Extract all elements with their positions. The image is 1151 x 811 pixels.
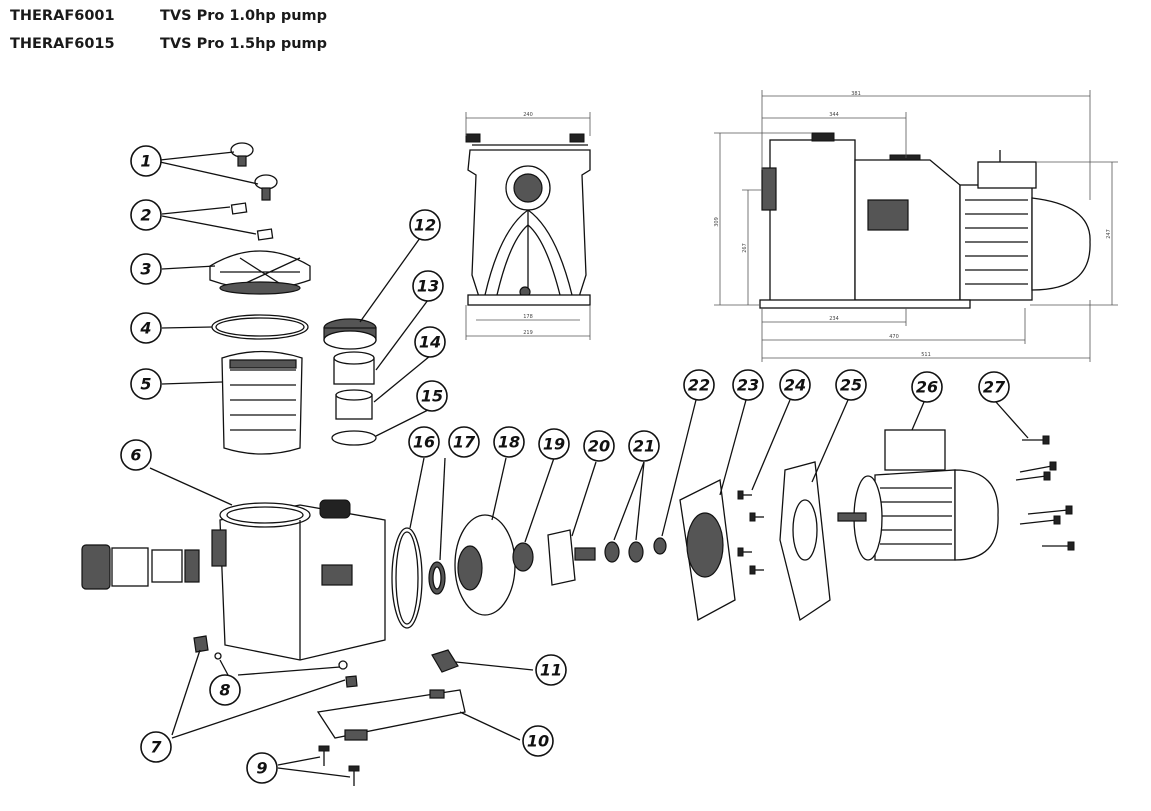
callout-21: 21 [628,430,660,462]
callout-3: 3 [130,253,162,285]
callout-13: 13 [412,270,444,302]
callout-4: 4 [130,312,162,344]
dim-side-left-height: 309 [714,217,720,227]
svg-text:9: 9 [256,759,267,778]
svg-text:18: 18 [498,433,520,452]
product-code: THERAF6001 [10,8,115,24]
callout-16: 16 [408,426,440,458]
callout-22: 22 [683,369,715,401]
svg-text:17: 17 [453,433,476,452]
dim-side-right-height: 247 [1106,229,1112,239]
callout-27: 27 [978,371,1010,403]
callout-20: 20 [583,430,615,462]
product-code: THERAF6015 [10,36,115,52]
dim-side-bottom-inner: 234 [829,316,839,322]
svg-text:8: 8 [219,681,230,700]
callout-24: 24 [779,369,811,401]
product-row: THERAF6001 TVS Pro 1.0hp pump [10,6,327,34]
callout-9: 9 [246,752,278,784]
callout-6: 6 [120,439,152,471]
svg-text:20: 20 [588,437,610,456]
callout-17: 17 [448,426,480,458]
dim-side-bottom-mid: 470 [889,334,899,340]
svg-text:22: 22 [688,376,710,395]
callout-8: 8 [209,674,241,706]
svg-text:16: 16 [413,433,435,452]
svg-text:12: 12 [414,216,436,235]
parts-illustration [81,142,1075,786]
callout-2: 2 [130,199,162,231]
product-name: TVS Pro 1.5hp pump [160,36,328,52]
dim-front-base-inner: 178 [523,314,533,320]
callout-5: 5 [130,368,162,400]
svg-text:11: 11 [540,661,562,680]
callout-10: 10 [522,725,554,757]
callout-7: 7 [140,731,172,763]
callout-19: 19 [538,428,570,460]
svg-text:2: 2 [140,206,151,225]
callout-15: 15 [416,380,448,412]
dim-side-top-overall: 381 [851,91,861,97]
callout-11: 11 [535,654,567,686]
svg-text:7: 7 [150,738,162,757]
dim-side-top-inner: 344 [829,112,839,118]
callout-25: 25 [835,369,867,401]
svg-text:1: 1 [140,152,151,171]
svg-text:5: 5 [140,375,151,394]
product-row: THERAF6015 TVS Pro 1.5hp pump [10,34,327,62]
svg-text:21: 21 [633,437,655,456]
dim-side-bottom-overall: 511 [921,352,931,358]
callout-18: 18 [493,426,525,458]
svg-text:10: 10 [527,732,549,751]
dim-front-base-outer: 219 [523,330,533,336]
svg-text:25: 25 [840,376,862,395]
svg-text:13: 13 [417,277,439,296]
svg-text:4: 4 [139,319,151,338]
front-view-drawing: 240 178 219 [465,112,591,340]
svg-text:3: 3 [140,260,151,279]
svg-text:19: 19 [543,435,565,454]
dim-front-top: 240 [523,112,533,118]
svg-text:14: 14 [419,333,441,352]
callout-12: 12 [409,209,441,241]
svg-text:24: 24 [784,376,806,395]
product-name: TVS Pro 1.0hp pump [160,8,328,24]
dim-side-left-inner: 267 [742,243,748,253]
callout-26: 26 [911,371,943,403]
svg-text:27: 27 [983,378,1006,397]
svg-text:6: 6 [130,446,141,465]
side-view-drawing: 381 344 309 267 247 234 470 511 [714,90,1118,362]
callout-1: 1 [130,145,162,177]
svg-text:23: 23 [737,376,759,395]
callout-14: 14 [414,326,446,358]
callout-23: 23 [732,369,764,401]
svg-text:26: 26 [916,378,938,397]
leader-lines [149,151,1029,778]
svg-text:15: 15 [421,387,443,406]
